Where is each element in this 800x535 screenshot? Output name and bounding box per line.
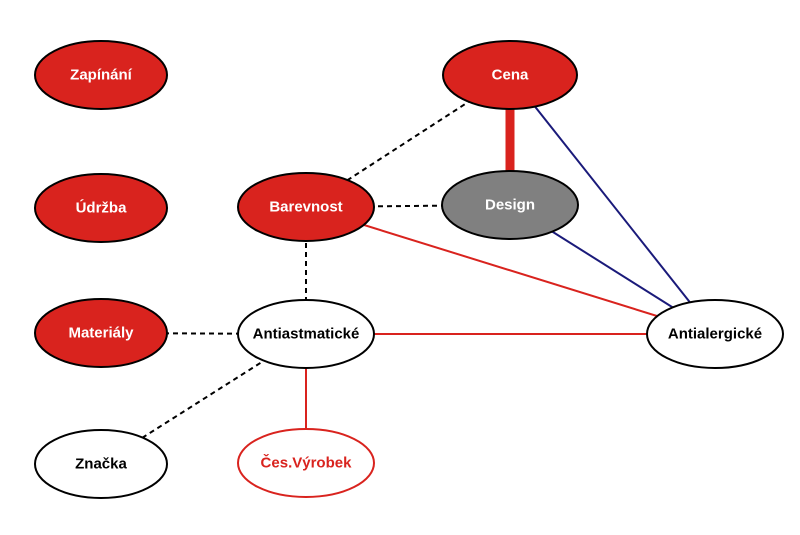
node-barevnost-label: Barevnost <box>269 199 342 216</box>
node-znacka-label: Značka <box>75 456 127 473</box>
node-udrzba: Údržba <box>34 173 168 243</box>
node-antialergicke-label: Antialergické <box>668 326 762 343</box>
node-cena-label: Cena <box>492 67 529 84</box>
edge-layer <box>100 74 716 465</box>
node-antiastmaticke-label: Antiastmatické <box>253 326 360 343</box>
node-design-shape <box>441 170 579 240</box>
node-zapinani-label: Zapínání <box>70 67 133 84</box>
node-znacka: Značka <box>34 429 168 499</box>
node-udrzba-label: Údržba <box>76 199 127 217</box>
node-design-label: Design <box>485 197 535 214</box>
node-design: Design <box>441 170 579 240</box>
node-cena: Cena <box>442 40 578 110</box>
node-cena-shape <box>442 40 578 110</box>
node-materialy: Materiály <box>34 298 168 368</box>
node-ces-vyrobek-label: Čes.Výrobek <box>261 454 353 472</box>
node-zapinani-shape <box>34 40 168 110</box>
node-antiastmaticke-shape <box>237 299 375 369</box>
edge-barevnost-design <box>305 204 511 208</box>
node-layer: Zapínání Údržba Materiály Značka Cena Ba… <box>34 40 784 499</box>
node-znacka-shape <box>34 429 168 499</box>
node-materialy-label: Materiály <box>68 325 134 342</box>
node-barevnost: Barevnost <box>237 172 375 242</box>
node-ces-vyrobek: Čes.Výrobek <box>237 428 375 498</box>
edge-cena-antialergicke <box>509 74 716 335</box>
node-barevnost-shape <box>237 172 375 242</box>
edge-materialy-antiastmaticke <box>100 332 307 335</box>
edge-barevnost-antialergicke <box>305 206 716 335</box>
node-udrzba-shape <box>34 173 168 243</box>
node-antiastmaticke: Antiastmatické <box>237 299 375 369</box>
node-ces-vyrobek-shape <box>237 428 375 498</box>
node-materialy-shape <box>34 298 168 368</box>
node-antialergicke: Antialergické <box>646 299 784 369</box>
node-antialergicke-shape <box>646 299 784 369</box>
node-zapinani: Zapínání <box>34 40 168 110</box>
